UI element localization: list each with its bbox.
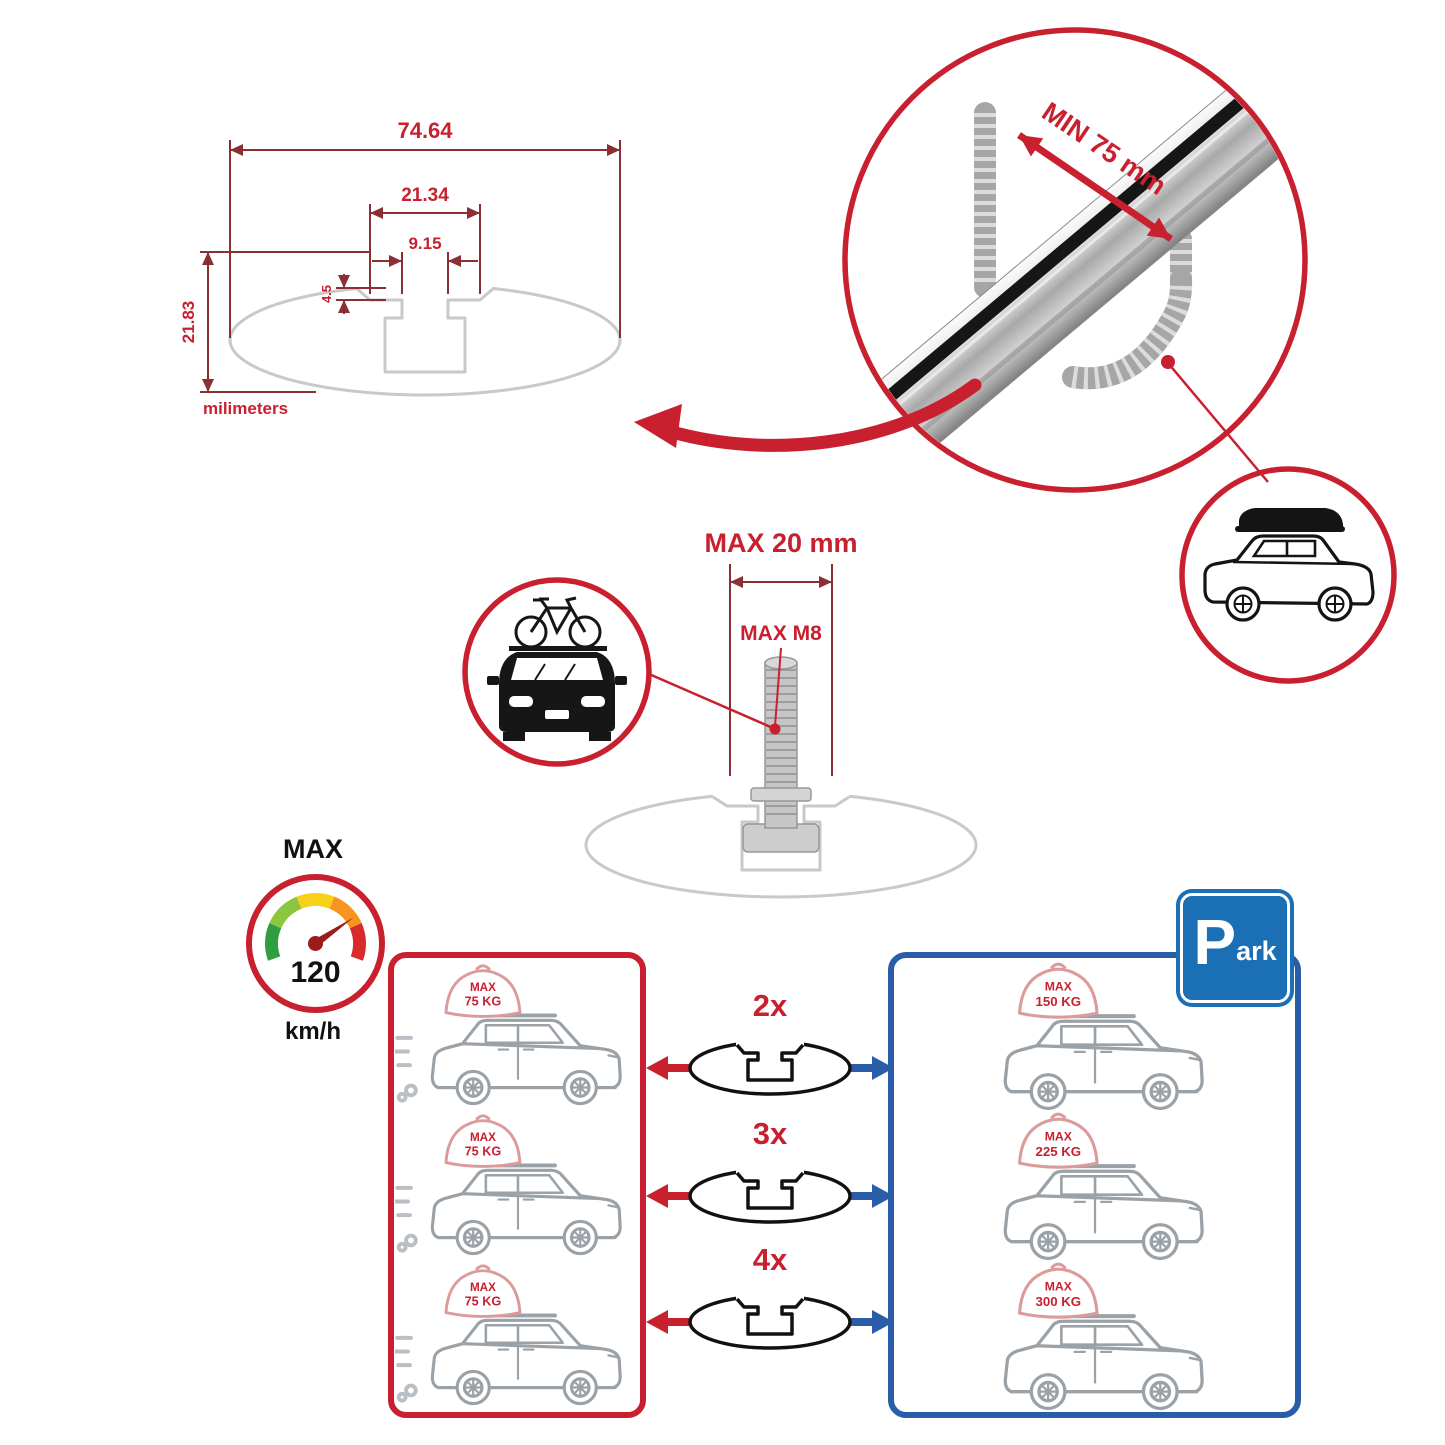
- car-with-cargo: MAX 75 KG: [395, 1110, 639, 1261]
- cargo-max-label: MAX: [1045, 1130, 1073, 1144]
- bar-photo-circle: MIN 75 mm: [842, 27, 1308, 493]
- car-with-cargo: MAX 300 KG: [966, 1258, 1222, 1416]
- dimension-lines: [200, 140, 621, 393]
- right-arrow-head: [872, 1310, 894, 1334]
- cargo-max-label: MAX: [470, 1281, 496, 1294]
- suv-side-icon: [1005, 1016, 1202, 1108]
- circle-border: [842, 27, 1308, 493]
- speedometer-icon: 120: [246, 874, 385, 1013]
- car-with-cargo: MAX 150 KG: [966, 958, 1222, 1116]
- dim-channel-width: 21.34: [401, 185, 449, 206]
- u-bolt-front: [1062, 268, 1193, 390]
- gauge-needle: [313, 917, 354, 947]
- mounting-bolt: [742, 656, 820, 853]
- parked-panel: MAX 150 KG MAX 225 KG MAX 300 KG: [888, 952, 1301, 1418]
- bolt-dimension-lines: [729, 564, 833, 776]
- dim-step-depth: 4.5: [319, 285, 334, 303]
- suv-side-icon: [1005, 1166, 1202, 1258]
- speed-value: 120: [290, 956, 340, 989]
- car-with-cargo: MAX 75 KG: [395, 960, 639, 1111]
- parking-sign-ark: ark: [1236, 936, 1277, 966]
- suv-side-icon: [1005, 1316, 1202, 1408]
- driving-panel: MAX 75 KG MAX 75 KG MAX 75 KG: [388, 952, 646, 1418]
- right-arrow-head: [872, 1056, 894, 1080]
- bolt-length-label: MAX 20 mm: [704, 528, 857, 558]
- car-with-cargo: MAX 225 KG: [966, 1108, 1222, 1266]
- dim-total-width: 74.64: [397, 118, 453, 143]
- cargo-weight-label: 300 KG: [1035, 1294, 1081, 1309]
- car-front-icon: [487, 646, 627, 741]
- cargo-weight-label: 75 KG: [465, 1145, 502, 1159]
- cargo-max-label: MAX: [470, 1131, 496, 1144]
- parking-sign-p: P: [1193, 906, 1237, 978]
- suv-side-icon: [395, 1165, 620, 1253]
- car-with-cargo: MAX 75 KG: [395, 1260, 639, 1411]
- count-label: 4x: [753, 1242, 788, 1277]
- cargo-max-label: MAX: [1045, 1280, 1073, 1294]
- cross-section-diagram: 74.64 21.34 9.15 4.5 21.83 milimeters: [179, 118, 622, 418]
- bolt-thread-label: MAX M8: [740, 622, 822, 645]
- left-arrow-head: [646, 1310, 668, 1334]
- count-label: 3x: [753, 1116, 788, 1151]
- left-arrow-head: [646, 1056, 668, 1080]
- cargo-max-label: MAX: [470, 981, 496, 994]
- left-arrow-head: [646, 1184, 668, 1208]
- crossbar-cross-section-icon: [688, 1164, 852, 1224]
- cargo-weight-label: 150 KG: [1035, 994, 1081, 1009]
- units-label: milimeters: [203, 399, 288, 418]
- crossbar-cross-section-icon: [688, 1290, 852, 1350]
- crossbar-cross-section-icon: [688, 1036, 852, 1096]
- min-clamp-arrow: [1017, 132, 1173, 242]
- t-slot-profile: [712, 795, 850, 872]
- speed-unit: km/h: [284, 1018, 341, 1045]
- callout-line: [648, 672, 774, 730]
- dim-slot-width: 9.15: [408, 234, 441, 253]
- cargo-max-label: MAX: [1045, 980, 1073, 994]
- cargo-weight-label: 225 KG: [1035, 1144, 1081, 1159]
- suv-with-roofbox: [1203, 508, 1375, 622]
- speed-max-label: MAX: [283, 834, 343, 864]
- crossbar-count-column: 2x 3x 4x: [646, 988, 894, 1350]
- t-slot-profile: [355, 286, 495, 374]
- dim-total-height: 21.83: [179, 301, 198, 344]
- bolt-diagram: MAX 20 mm MAX M8: [462, 528, 978, 899]
- count-label: 2x: [753, 988, 788, 1023]
- right-arrow-head: [872, 1184, 894, 1208]
- suv-side-icon: [395, 1315, 620, 1403]
- suv-side-icon: [395, 1015, 620, 1103]
- cargo-weight-label: 75 KG: [465, 1295, 502, 1309]
- leader-line: [774, 647, 782, 727]
- cargo-weight-label: 75 KG: [465, 995, 502, 1009]
- circle-border: [1179, 466, 1397, 684]
- bike-car-circle-border: [462, 577, 652, 767]
- vehicle-callout-circle: [1179, 466, 1397, 684]
- callout-dot: [769, 723, 781, 735]
